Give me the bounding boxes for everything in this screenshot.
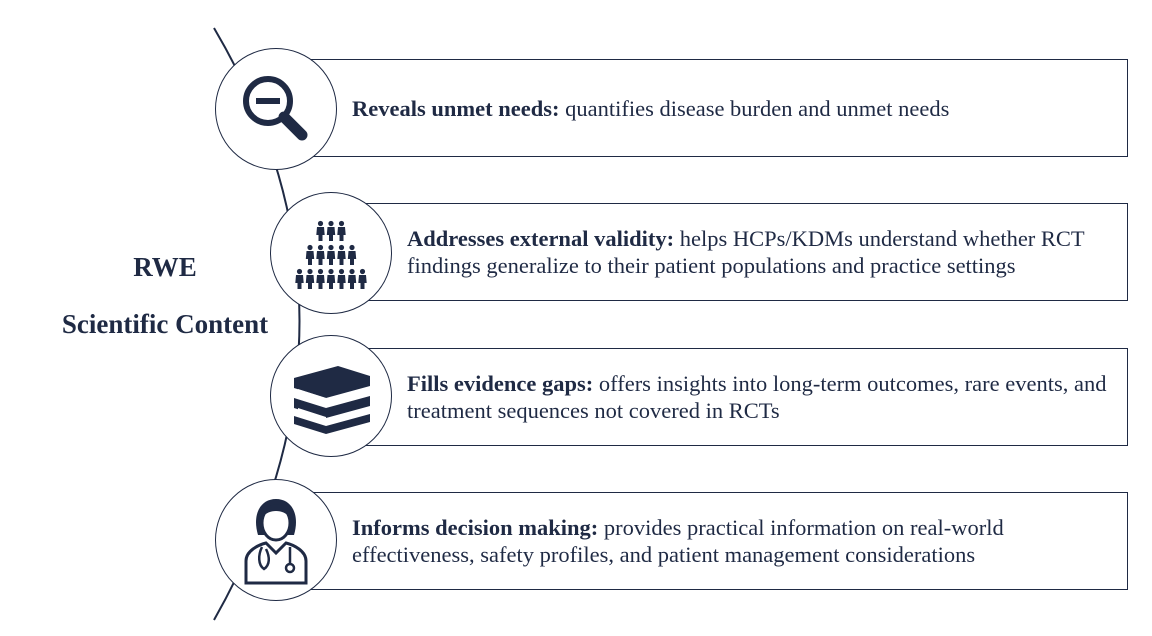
- item-text: Reveals unmet needs: quantifies disease …: [352, 95, 969, 122]
- item-lead: Addresses external validity:: [407, 226, 675, 251]
- icon-circle: [215, 48, 337, 170]
- item-box-decision-making: Informs decision making: provides practi…: [300, 492, 1128, 590]
- item-lead: Fills evidence gaps:: [407, 371, 594, 396]
- item-body: offers insights into long-term outcomes,…: [407, 371, 1107, 423]
- item-body: helps HCPs/KDMs understand whether RCT f…: [407, 226, 1085, 278]
- title-line-2: Scientific Content: [61, 309, 269, 339]
- item-lead: Reveals unmet needs:: [352, 95, 560, 121]
- icon-circle: [270, 335, 392, 457]
- item-box-unmet-needs: Reveals unmet needs: quantifies disease …: [300, 59, 1128, 157]
- item-body: provides practical information on real-w…: [352, 515, 1004, 567]
- people-pyramid-icon: [291, 213, 371, 293]
- item-body: quantifies disease burden and unmet need…: [559, 95, 950, 121]
- item-box-evidence-gaps: Fills evidence gaps: offers insights int…: [355, 348, 1128, 446]
- title-line-1: RWE: [133, 252, 197, 282]
- books-stack-icon: [286, 356, 376, 436]
- icon-circle: [270, 192, 392, 314]
- item-lead: Informs decision making:: [352, 515, 599, 540]
- item-text: Fills evidence gaps: offers insights int…: [407, 370, 1127, 424]
- item-text: Informs decision making: provides practi…: [352, 514, 1127, 568]
- doctor-icon: [236, 495, 316, 585]
- magnifier-minus-icon: [236, 69, 316, 149]
- icon-circle: [215, 479, 337, 601]
- item-box-external-validity: Addresses external validity: helps HCPs/…: [355, 203, 1128, 301]
- item-text: Addresses external validity: helps HCPs/…: [407, 225, 1127, 279]
